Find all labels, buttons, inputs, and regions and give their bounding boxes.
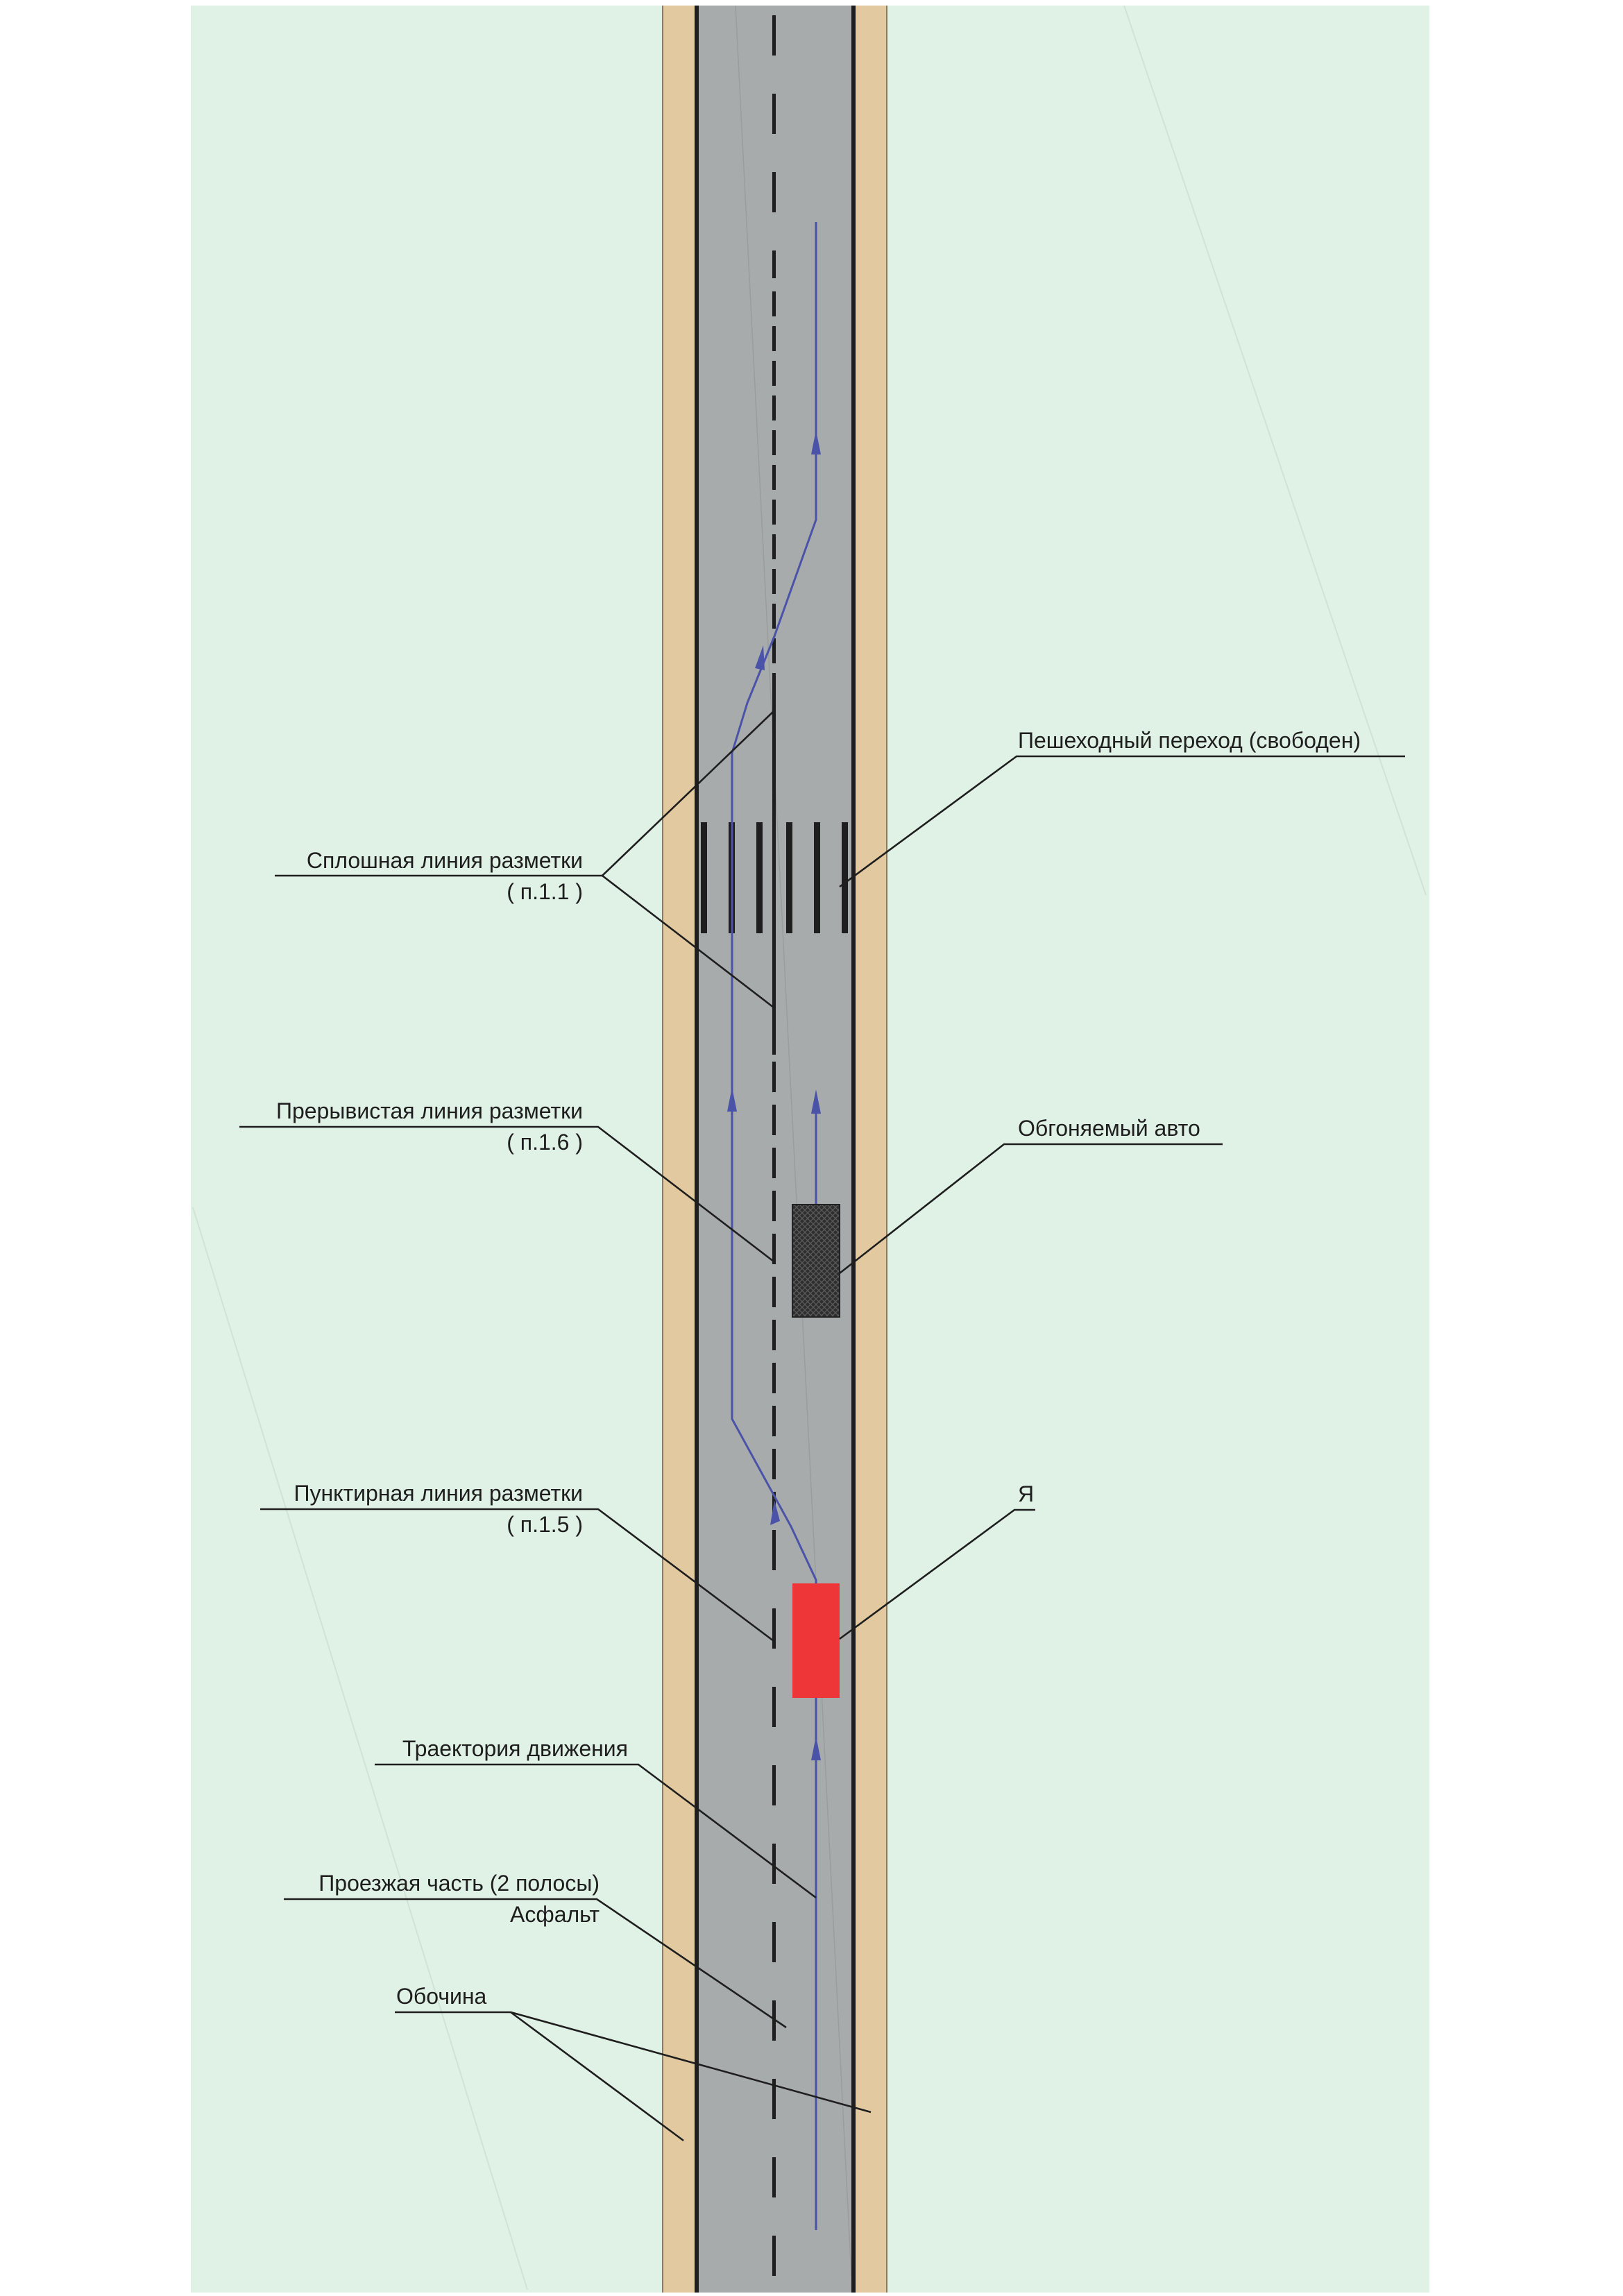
zebra-stripe [701, 822, 707, 933]
solid-line-leader-2 [602, 874, 774, 1009]
dash [772, 569, 776, 594]
dash [772, 1922, 776, 1962]
broken-line-lower [772, 1062, 776, 1522]
carriageway-label: Проезжая часть (2 полосы) [318, 1871, 600, 1896]
my-car [792, 1583, 840, 1698]
dash [772, 1105, 776, 1135]
dash [772, 1765, 776, 1805]
overtaken-car-arrowhead [811, 1089, 821, 1114]
dash [772, 1234, 776, 1264]
dash [772, 2079, 776, 2119]
dash [772, 1449, 776, 1479]
grass-faint-line [192, 1207, 528, 2290]
crosswalk-leader [839, 755, 1405, 888]
grass-faint-line [1123, 5, 1427, 896]
crosswalk-label: Пешеходный переход (свободен) [1018, 728, 1361, 753]
shoulder-right [853, 6, 887, 2293]
shoulder-left [663, 6, 697, 2293]
dash [772, 396, 776, 420]
dash [772, 430, 776, 455]
zebra-stripe [814, 822, 820, 933]
dash [772, 326, 776, 351]
dash [772, 604, 776, 629]
dashed-line-top [772, 15, 776, 278]
dash [772, 1363, 776, 1393]
dash [772, 500, 776, 525]
trajectory-arrowhead [811, 430, 821, 454]
trajectory-label: Траектория движения [402, 1736, 628, 1761]
dash [772, 1687, 776, 1727]
dash [772, 2000, 776, 2041]
dashed-line-leader [260, 1508, 774, 1642]
dash [772, 465, 776, 490]
solid-line-label: Сплошная линия разметки [307, 848, 583, 873]
trajectory-arrowhead [755, 645, 765, 670]
dash [772, 361, 776, 386]
surface-label: Асфальт [510, 1902, 600, 1927]
my-car-leader [839, 1508, 1035, 1640]
dash [772, 1406, 776, 1436]
dashed-line-ref-label: ( п.1.5 ) [507, 1512, 583, 1537]
right-edge-line [851, 6, 856, 2293]
dash [772, 1608, 776, 1649]
me-label: Я [1018, 1481, 1034, 1506]
zebra-stripe [842, 822, 848, 933]
overtaken-car-leader [839, 1143, 1223, 1275]
dash [772, 1062, 776, 1092]
dash [772, 172, 776, 212]
asphalt-faint-line [735, 5, 853, 2290]
dashed-line-bottom [772, 1530, 776, 2276]
overtaken-car-label: Обгоняемый авто [1018, 1116, 1200, 1141]
dash [772, 1148, 776, 1178]
dash [772, 94, 776, 134]
zebra-stripe [786, 822, 792, 933]
left-edge-line [695, 6, 699, 2293]
broken-line-label: Прерывистая линия разметки [276, 1098, 583, 1123]
dash [772, 638, 776, 663]
broken-line-ref-label: ( п.1.6 ) [507, 1130, 583, 1155]
dash [772, 534, 776, 559]
dash [772, 1191, 776, 1221]
trajectory-arrowhead [727, 1087, 737, 1112]
dash [772, 291, 776, 316]
dash [772, 250, 776, 278]
dash [772, 1277, 776, 1307]
overtaken-car [792, 1204, 840, 1318]
dashed-line-label: Пунктирная линия разметки [294, 1481, 583, 1506]
overtaking-trajectory [731, 222, 817, 2230]
shoulder-leader-right [510, 2011, 872, 2114]
dash [772, 2157, 776, 2197]
dash [772, 2236, 776, 2276]
dash [772, 15, 776, 56]
trajectory-arrowhead [811, 1736, 821, 1760]
zebra-stripe [756, 822, 763, 933]
dash [772, 673, 776, 694]
solid-line-ref-label: ( п.1.1 ) [507, 879, 583, 904]
carriageway-leader [284, 1898, 787, 2029]
broken-line-upper [772, 291, 776, 694]
dash [772, 1530, 776, 1570]
trajectory-leader [375, 1763, 817, 1899]
trajectory-arrowhead [770, 1500, 780, 1525]
dash [772, 1844, 776, 1884]
broken-line-leader [239, 1125, 774, 1263]
shoulder-label: Обочина [396, 1984, 487, 2009]
dash [772, 1320, 776, 1350]
solid-center-line [772, 694, 776, 1055]
